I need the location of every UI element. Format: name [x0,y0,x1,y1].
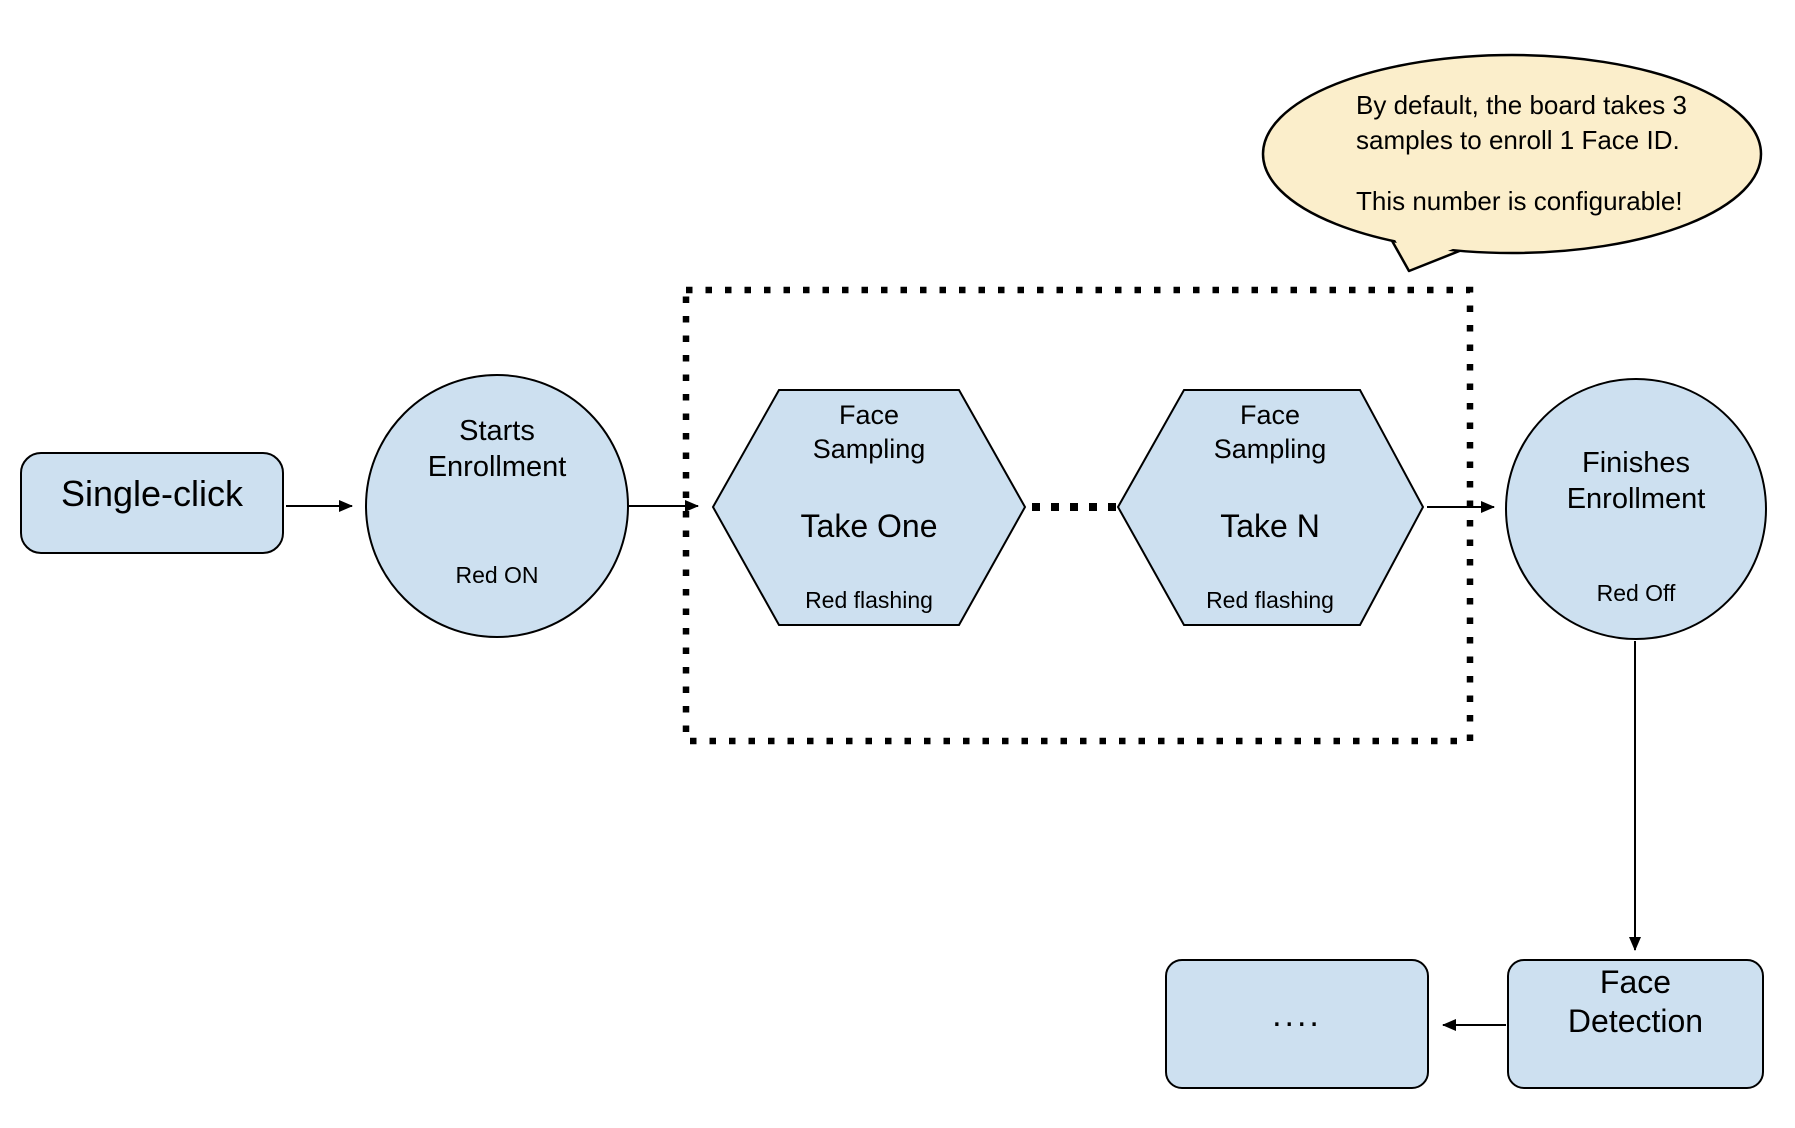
face-sampling-one-step: Take One [800,508,938,544]
finishes-enrollment-status: Red Off [1596,580,1676,606]
starts-enrollment-status: Red ON [455,562,539,588]
starts-enrollment-title: Starts Enrollment [427,415,567,483]
callout-bubble [1261,53,1763,255]
continuation-node [1165,959,1429,1089]
single-click-label: Single-click [60,473,244,514]
sampling-loop-dotted-box [682,286,1474,745]
face-detection-node [1507,959,1764,1089]
face-sampling-n-node [1116,389,1425,626]
starts-enrollment-node [365,374,629,638]
callout-text-line-1: By default, the board takes 3 [1356,90,1687,120]
single-click-node [20,452,284,554]
finishes-enrollment-node [1505,378,1767,640]
face-sampling-n-step: Take N [1220,508,1320,544]
callout-text-line-2: samples to enroll 1 Face ID. [1356,125,1680,155]
continuation-label: .... [1272,996,1322,1034]
face-sampling-one-title: Face Sampling [812,400,926,464]
finishes-enrollment-title: Finishes Enrollment [1566,447,1706,515]
face-detection-label: Face Detection [1567,964,1704,1039]
face-sampling-one-status: Red flashing [805,587,933,613]
face-sampling-n-status: Red flashing [1206,587,1334,613]
face-sampling-n-title: Face Sampling [1213,400,1327,464]
face-sampling-one-node [711,389,1027,626]
callout-text-line-3: This number is configurable! [1356,186,1683,216]
callout-tail-join [1391,232,1476,266]
